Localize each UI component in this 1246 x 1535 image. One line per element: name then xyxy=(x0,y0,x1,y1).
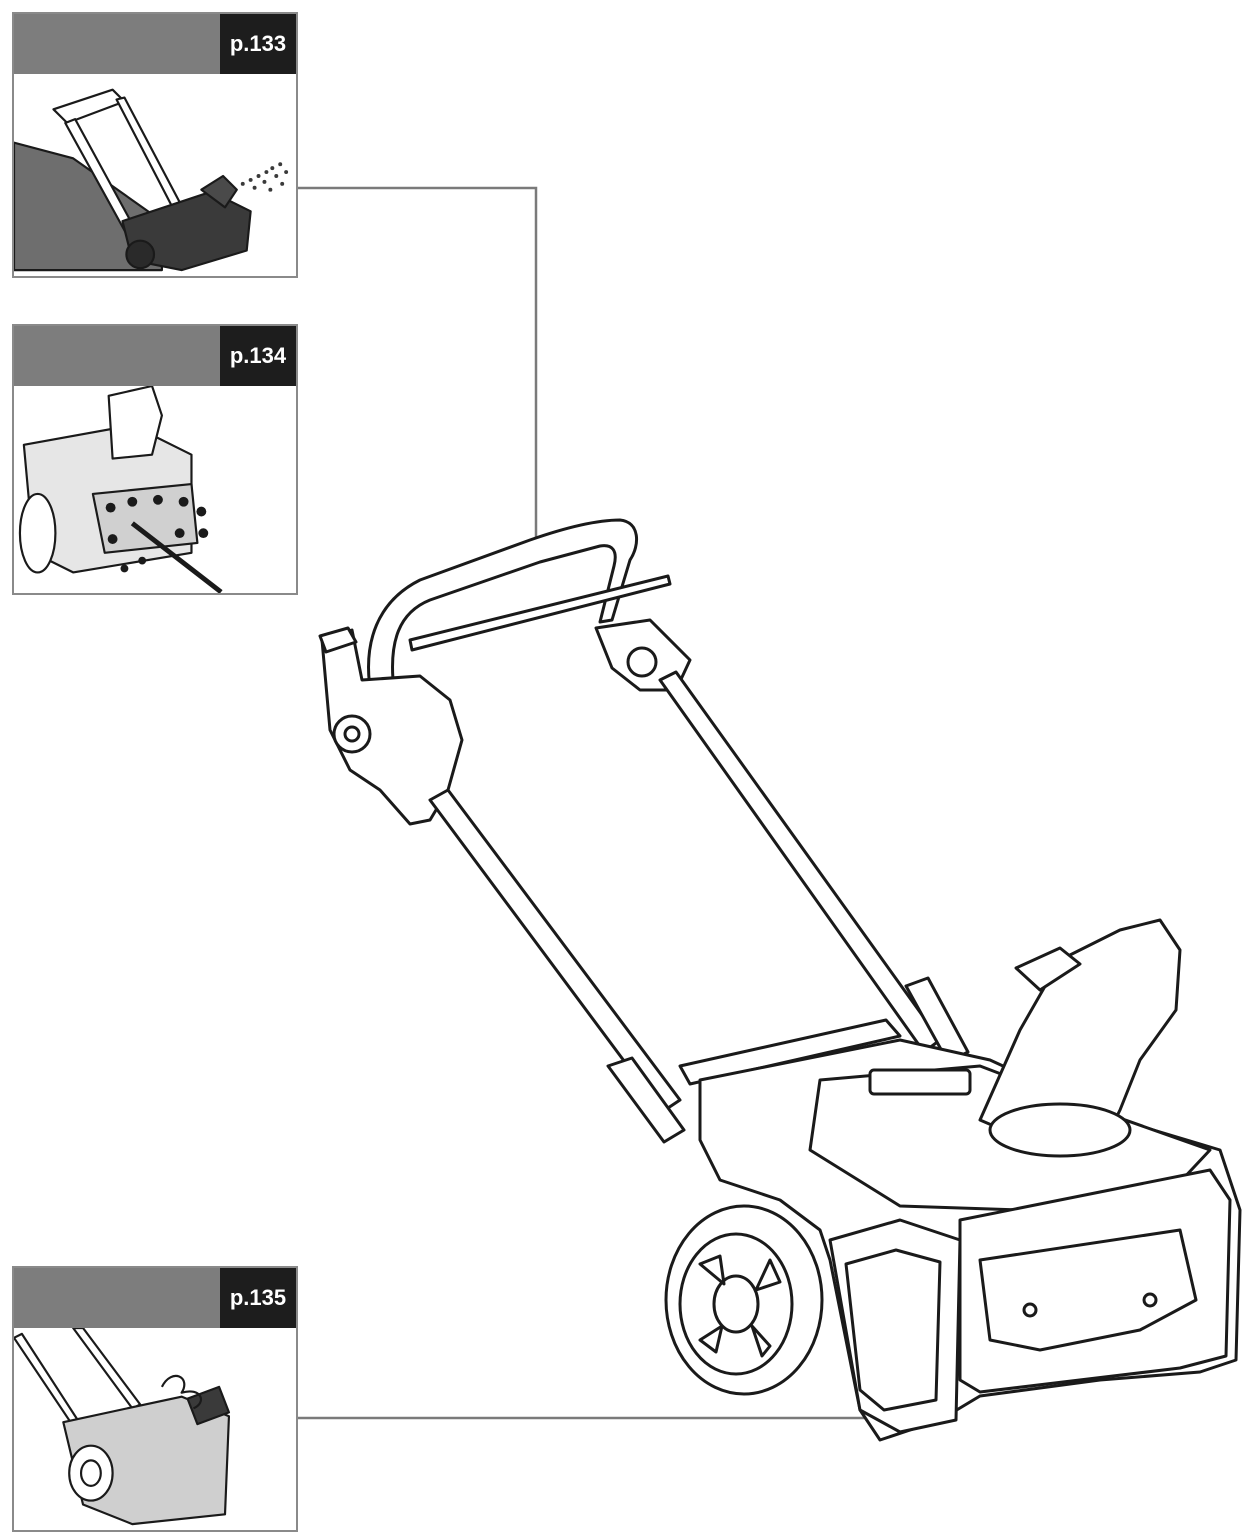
snow-throwing-illustration xyxy=(14,74,296,276)
reference-panel-p134: p.134 xyxy=(12,324,298,595)
leader-line-handle xyxy=(298,186,538,544)
upper-handle xyxy=(367,518,639,702)
page-ref-p135[interactable]: p.135 xyxy=(220,1268,296,1328)
clearing-clog-illustration xyxy=(14,1328,296,1530)
page-ref-p134[interactable]: p.134 xyxy=(220,326,296,386)
page-ref-p133[interactable]: p.133 xyxy=(220,14,296,74)
snow-thrower xyxy=(318,518,1242,1442)
leader-line-guard xyxy=(298,1380,878,1420)
reference-panel-p135: p.135 xyxy=(12,1266,298,1532)
left-tube xyxy=(428,788,682,1114)
chute-bolts-illustration xyxy=(14,386,296,593)
auger xyxy=(978,1228,1198,1352)
reference-panel-p133: p.133 xyxy=(12,12,298,278)
right-tube xyxy=(658,670,942,1054)
